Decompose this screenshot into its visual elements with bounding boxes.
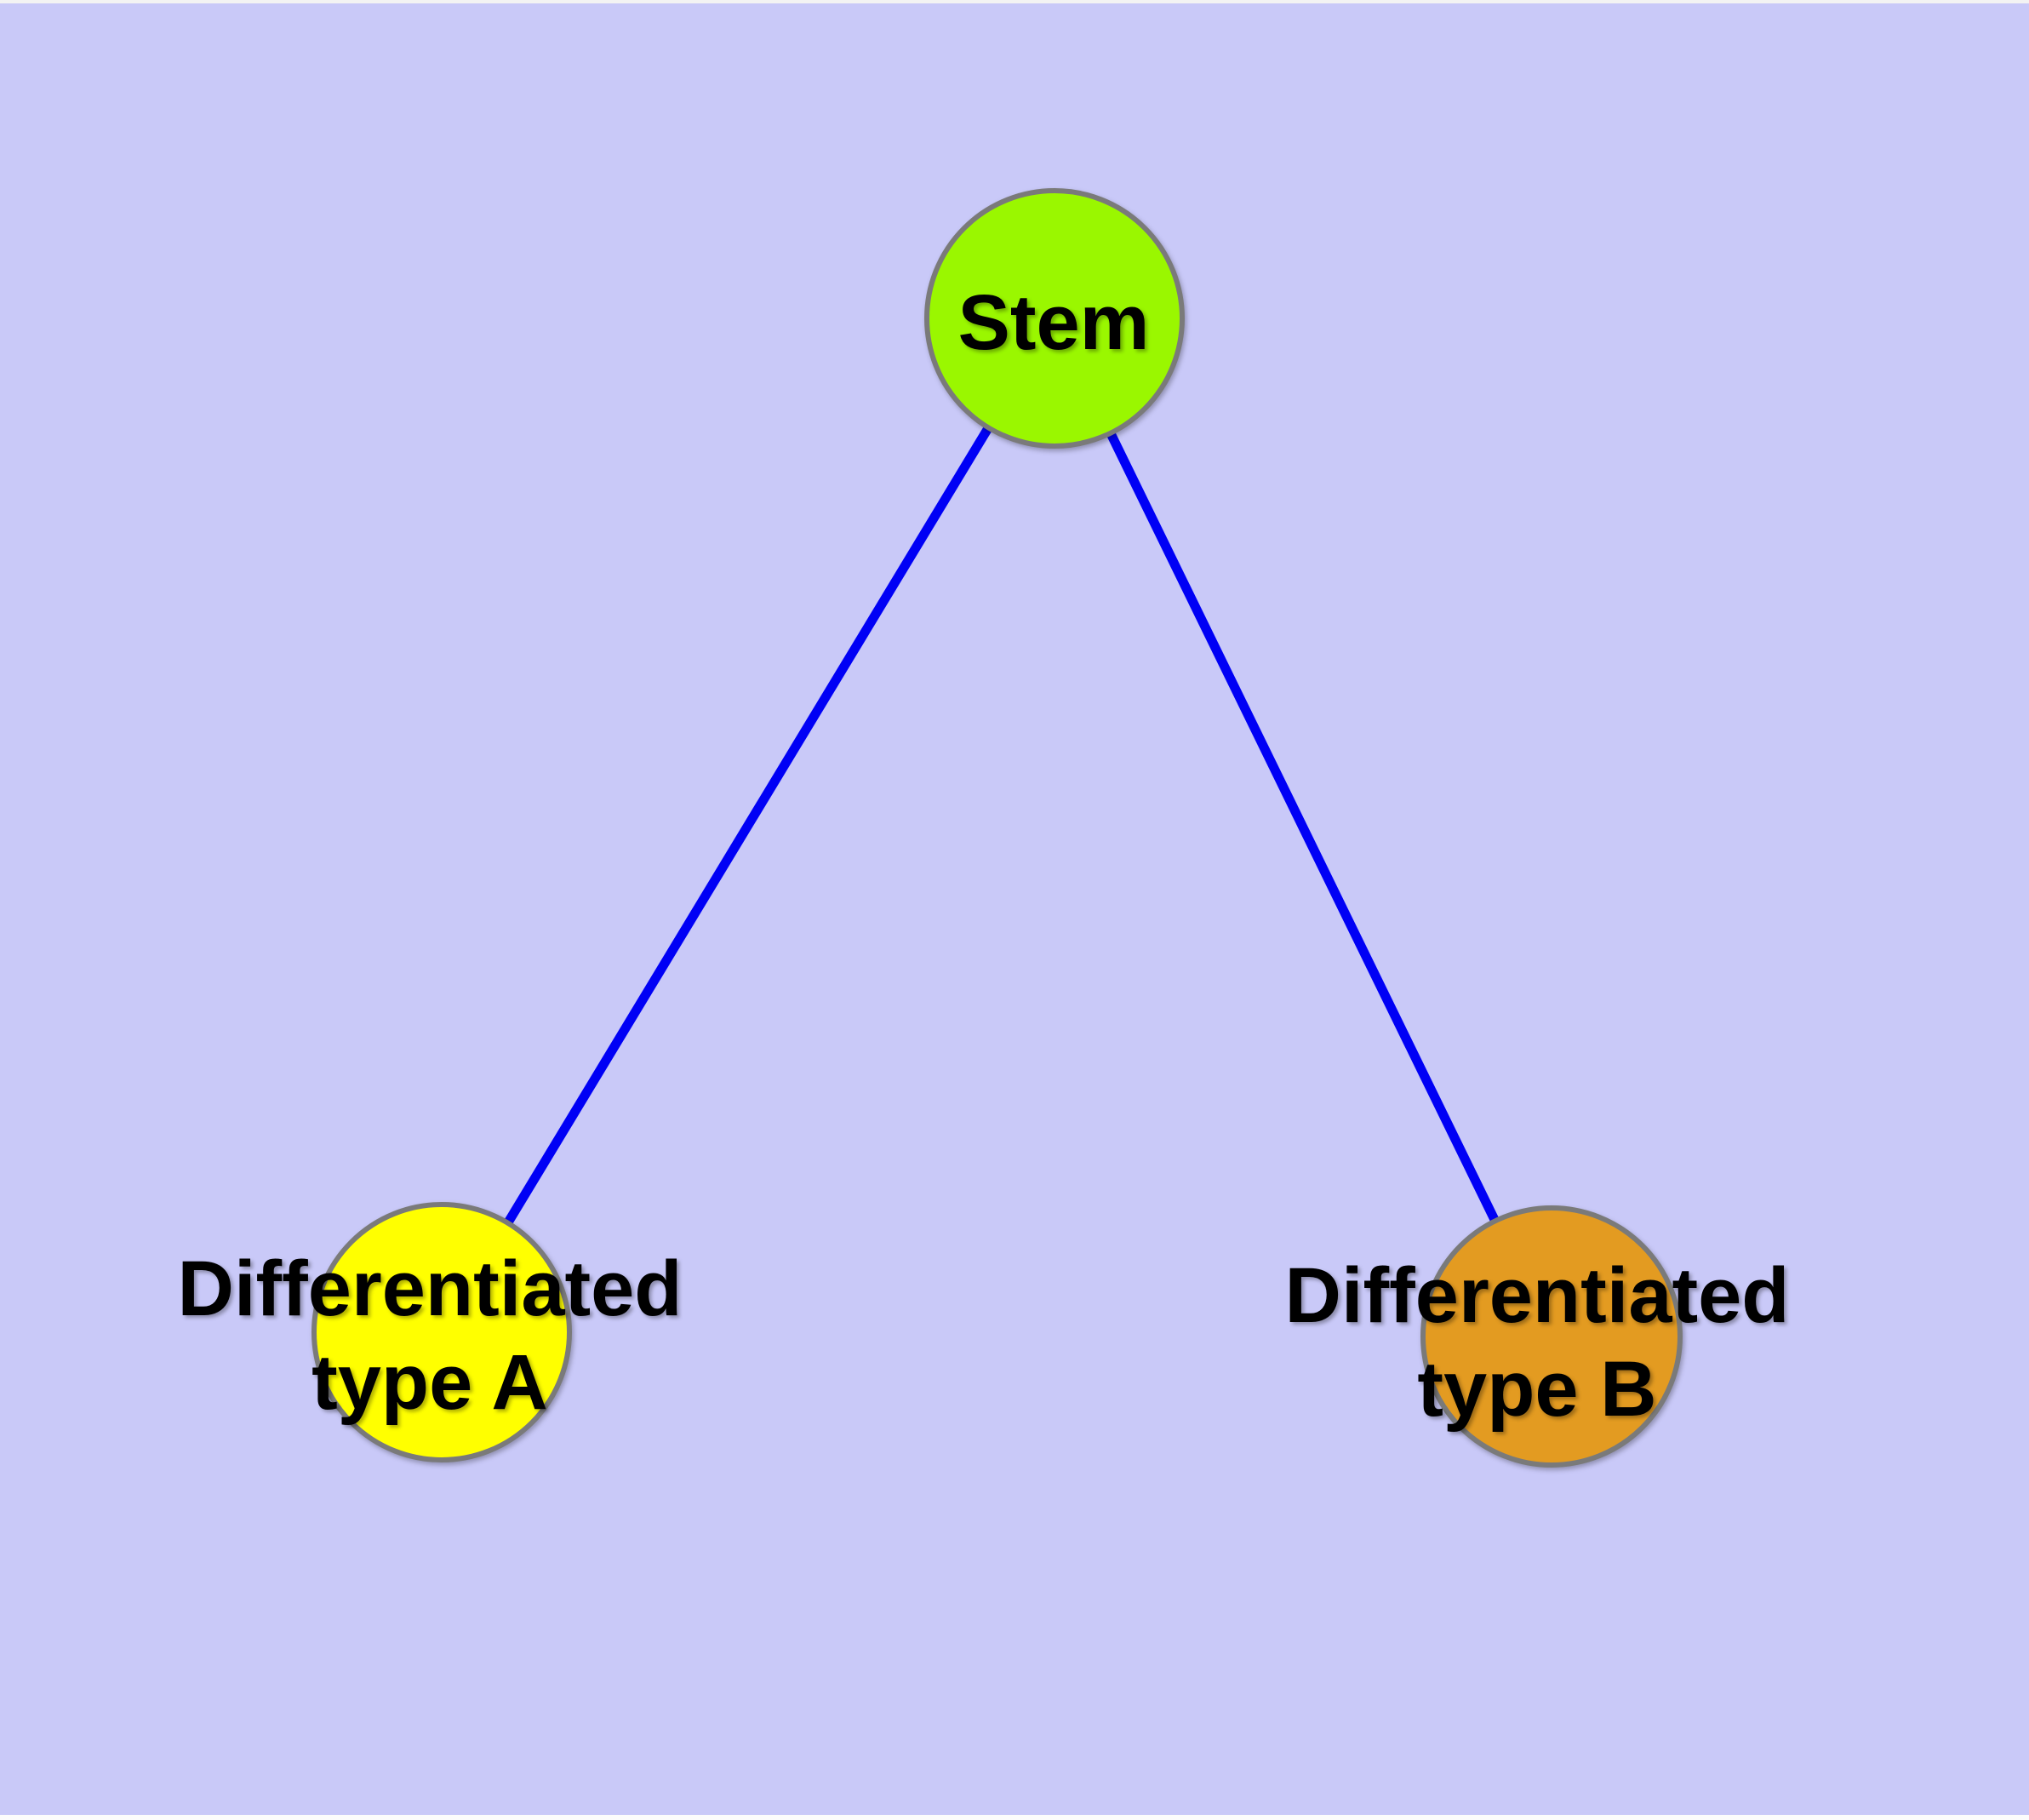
node-type-a — [311, 1202, 572, 1462]
node-type-b-label-line-1: Differentiated — [1285, 1252, 1790, 1339]
node-stem-label: Stem — [958, 279, 1150, 366]
node-type-b-label-line-2: type B — [1417, 1346, 1656, 1433]
edge-stem-to-type-a — [437, 316, 1059, 1335]
node-type-a-label-line-2: type A — [311, 1339, 548, 1426]
edge-stem-to-type-b — [1050, 316, 1556, 1339]
node-type-a-label-line-1: Differentiated — [178, 1245, 683, 1332]
node-type-b — [1420, 1205, 1683, 1468]
top-border-strip — [0, 0, 2029, 3]
node-stem — [924, 188, 1185, 449]
bottom-border-strip — [0, 1815, 2029, 1820]
